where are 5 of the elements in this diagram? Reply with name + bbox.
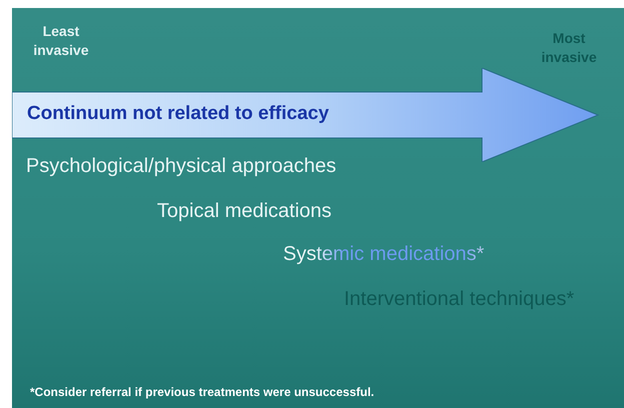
approach-label: Psychological/physical approaches [26, 154, 336, 179]
scale-end-label: Least invasive [32, 22, 90, 60]
approach-label: Topical medications [157, 199, 332, 224]
footnote: *Consider referral if previous treatments were unsuccessful. [30, 384, 374, 400]
arrow-label: Continuum not related to efficacy [27, 102, 329, 126]
